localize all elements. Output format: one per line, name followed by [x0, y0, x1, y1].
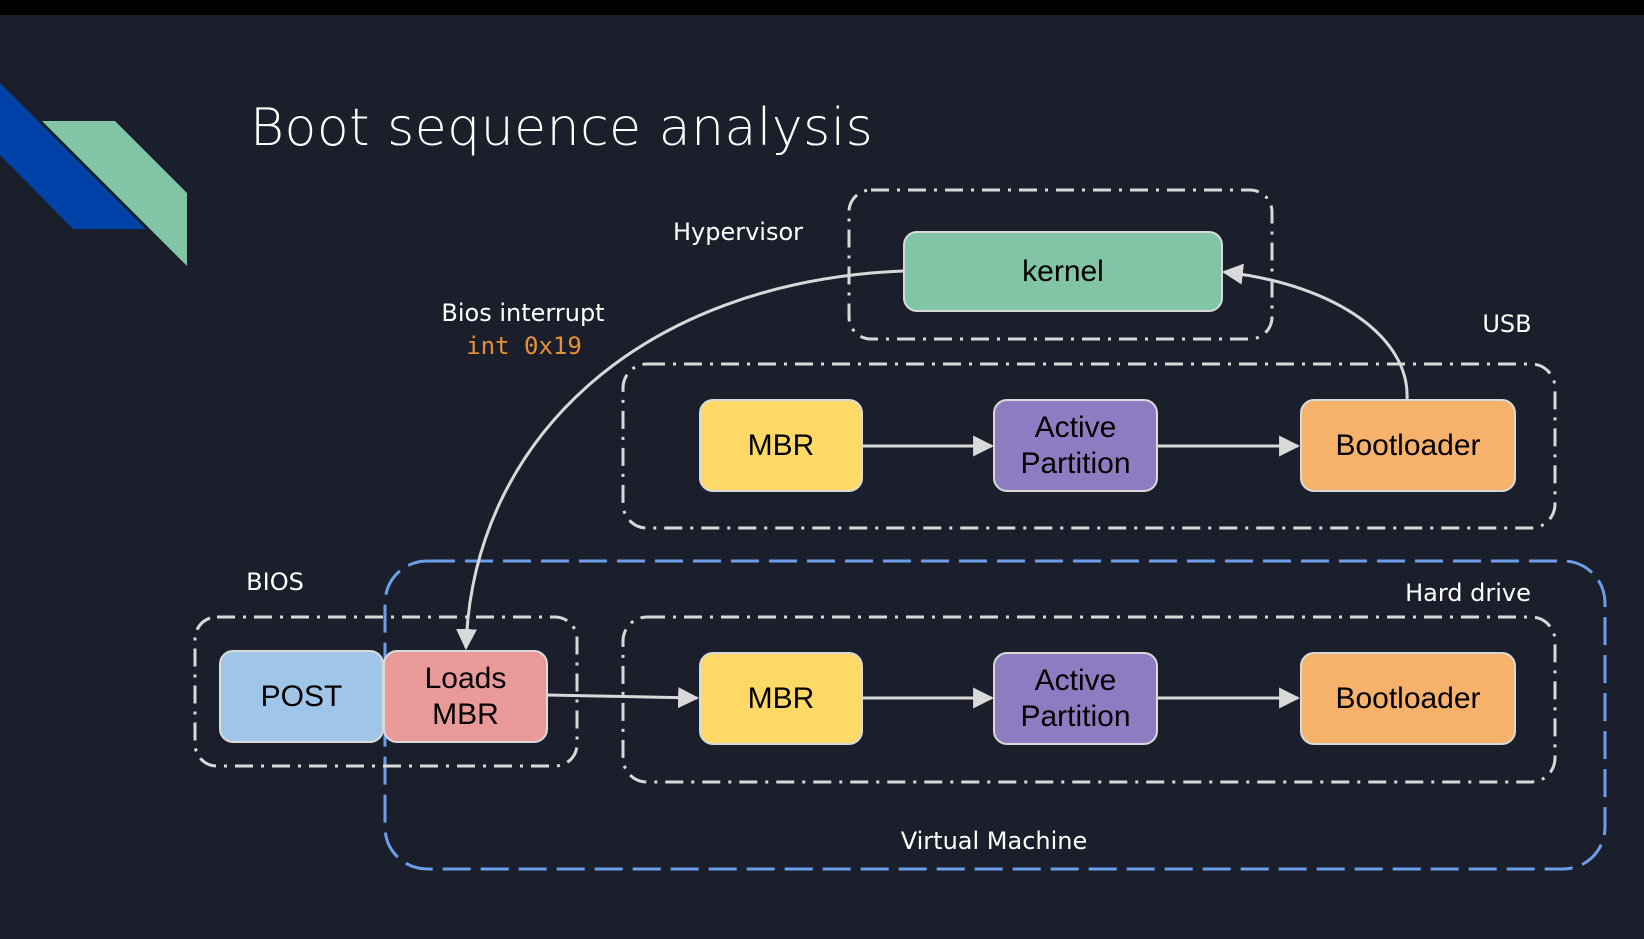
label-virtual-machine: Virtual Machine — [900, 827, 1088, 855]
node-kernel-label: kernel — [1022, 254, 1104, 288]
node-usb-bootloader[interactable]: Bootloader — [1300, 399, 1516, 492]
node-usb-active-partition-line2: Partition — [1020, 446, 1131, 480]
edge-loads-mbr-to-hd-mbr — [546, 687, 700, 709]
logo-blue-stripe — [0, 83, 146, 229]
node-loads-mbr-line1: Loads — [424, 661, 507, 695]
label-bios: BIOS — [246, 568, 304, 596]
node-usb-active-partition-line1: Active — [1034, 410, 1117, 444]
node-hd-active-partition-line1: Active — [1034, 663, 1117, 697]
node-hd-active-partition[interactable]: Active Partition — [993, 652, 1158, 745]
group-usb — [621, 362, 1557, 530]
node-usb-active-partition[interactable]: Active Partition — [993, 399, 1158, 492]
logo-green-stripe — [42, 121, 187, 266]
top-black-bar — [0, 0, 1644, 15]
slide-title: Boot sequence analysis — [250, 98, 874, 158]
node-hd-bootloader-label: Bootloader — [1335, 681, 1481, 715]
node-hd-bootloader[interactable]: Bootloader — [1300, 652, 1516, 745]
node-hd-mbr[interactable]: MBR — [699, 652, 863, 745]
label-bios-interrupt: Bios interrupt — [441, 299, 605, 327]
label-hard-drive: Hard drive — [1405, 579, 1531, 607]
node-usb-bootloader-label: Bootloader — [1335, 428, 1481, 462]
label-usb: USB — [1482, 310, 1532, 338]
label-hypervisor: Hypervisor — [672, 218, 804, 246]
node-loads-mbr-line2: MBR — [432, 697, 499, 731]
node-hd-mbr-label: MBR — [747, 681, 815, 715]
node-usb-mbr[interactable]: MBR — [699, 399, 863, 492]
group-virtual-machine — [383, 559, 1607, 871]
node-post[interactable]: POST — [219, 650, 384, 743]
node-loads-mbr[interactable]: Loads MBR — [383, 650, 548, 743]
group-hypervisor — [847, 188, 1274, 341]
group-bios — [193, 615, 579, 768]
label-interrupt-code: int 0x19 — [466, 332, 582, 360]
node-post-label: POST — [260, 679, 343, 713]
edge-kernel-to-loads-mbr — [456, 269, 904, 651]
edge-usb-bootloader-to-kernel — [1221, 263, 1409, 400]
node-hd-active-partition-line2: Partition — [1020, 699, 1131, 733]
node-usb-mbr-label: MBR — [747, 428, 815, 462]
node-kernel[interactable]: kernel — [903, 231, 1223, 312]
group-hard-drive — [621, 615, 1557, 784]
